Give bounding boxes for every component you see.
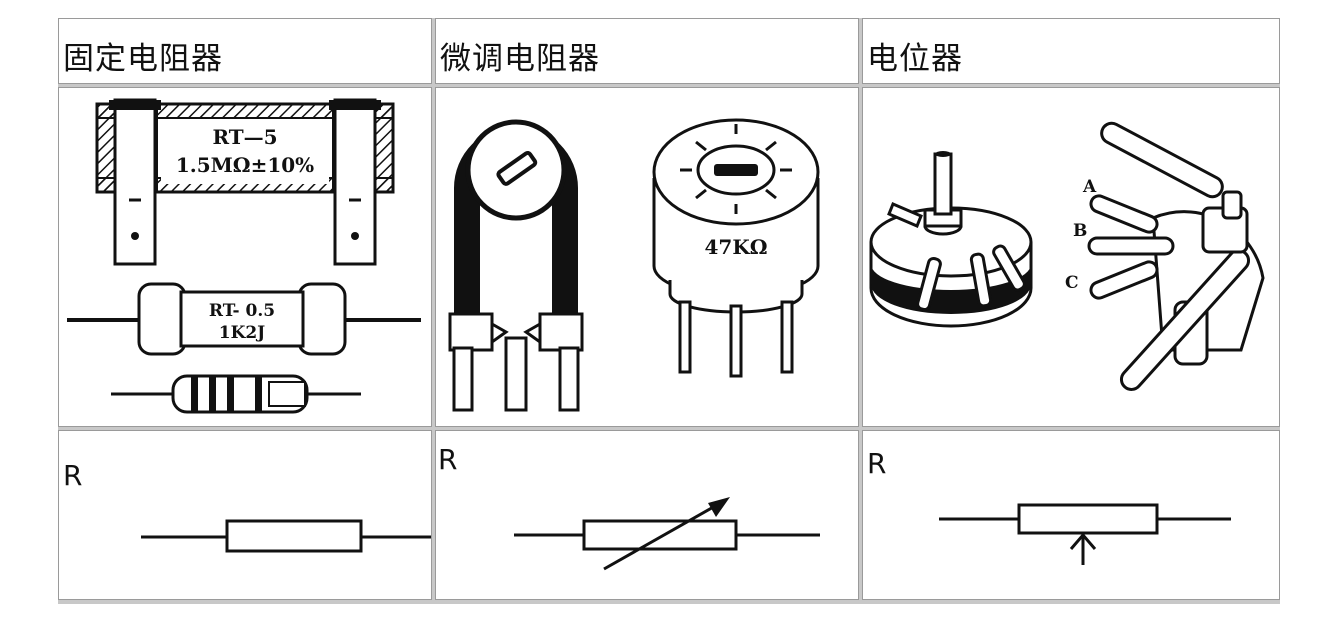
cylindrical-trimmer: 47KΩ — [652, 118, 820, 378]
exploded-potentiometer: A B C — [1065, 121, 1265, 391]
symbol-label-trimmer: R — [438, 443, 458, 476]
pin-b-label: B — [1073, 221, 1087, 241]
fixed-resistor-symbol-cell: R — [58, 430, 432, 600]
trimmer-resistor-illustration: 47KΩ — [435, 87, 859, 427]
header-trimmer-resistor: 微调电阻器 — [435, 18, 859, 84]
header-fixed-resistor: 固定电阻器 — [58, 18, 432, 84]
rotary-potentiometer — [869, 151, 1033, 328]
symbol-label-potentiometer: R — [867, 447, 887, 480]
fixed-resistor-illustration: RT—5 1.5MΩ±10% RT- 0.5 1K2J — [58, 87, 432, 427]
axial-label-2: 1K2J — [219, 323, 265, 343]
trimmer-resistor-symbol — [514, 499, 820, 571]
horseshoe-trimmer — [448, 119, 584, 412]
axial-resistor: RT- 0.5 1K2J — [67, 282, 421, 356]
potentiometer-illustration: A B C — [862, 87, 1280, 427]
axial-label-1: RT- 0.5 — [209, 301, 275, 321]
fixed-resistor-symbol — [141, 519, 431, 553]
resistor-table: 固定电阻器 微调电阻器 电位器 — [58, 18, 1280, 604]
color-band-resistor — [111, 374, 361, 414]
wire-label-1: RT—5 — [212, 125, 277, 149]
header-potentiometer: 电位器 — [862, 18, 1280, 84]
trimmer-resistor-symbol-cell: R — [435, 430, 859, 600]
symbol-label-fixed: R — [63, 459, 83, 492]
trimmer-arrow-icon — [708, 497, 730, 517]
pin-a-label: A — [1082, 177, 1097, 197]
potentiometer-symbol-cell: R — [862, 430, 1280, 600]
wire-label-2: 1.5MΩ±10% — [176, 153, 314, 177]
potentiometer-symbol — [939, 503, 1231, 565]
pin-c-label: C — [1065, 273, 1079, 293]
trimmer-value-label: 47KΩ — [704, 235, 767, 259]
wirewound-resistor: RT—5 1.5MΩ±10% — [95, 98, 395, 266]
